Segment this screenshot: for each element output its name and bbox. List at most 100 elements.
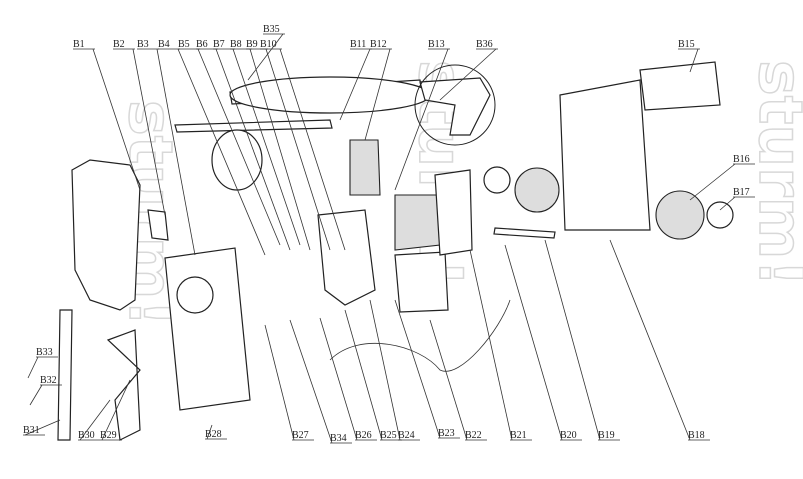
part-label-b24: B24 (369, 299, 420, 441)
leader-line (689, 163, 736, 201)
leader-line (132, 48, 166, 216)
leader-line (394, 48, 449, 191)
leader-line (79, 399, 111, 441)
power-cord (329, 299, 511, 372)
part-label-b35: B35 (247, 24, 285, 81)
pump-housing (317, 209, 376, 306)
rear-housing (559, 79, 651, 231)
leader-line (279, 48, 346, 251)
part-label-b1: B1 (73, 39, 141, 191)
part-label-b17: B17 (719, 187, 755, 211)
part-label-b22: B22 (429, 319, 487, 441)
part-label-text: B27 (292, 430, 309, 441)
leader-line (215, 48, 291, 251)
leader-line (264, 324, 295, 441)
leader-line (29, 384, 43, 406)
handle-frame (71, 159, 141, 311)
part-label-b13: B13 (394, 39, 450, 191)
leader-line (429, 319, 468, 441)
pressure-gauge (176, 276, 214, 314)
leader-line (319, 317, 358, 441)
part-label-b19: B19 (544, 239, 620, 441)
part-label-b34: B34 (289, 319, 352, 444)
part-label-text: B35 (263, 24, 280, 35)
part-label-text: B4 (158, 39, 170, 50)
part-label-b20: B20 (504, 244, 582, 441)
hose-coil (211, 129, 263, 191)
leader-line (24, 419, 61, 436)
part-label-b3: B3 (137, 39, 196, 256)
part-label-text: B3 (137, 39, 149, 50)
part-label-text: B12 (370, 39, 387, 50)
leader-line (232, 48, 301, 246)
leader-line (719, 196, 736, 211)
top-cover (639, 61, 721, 111)
leader-line (689, 48, 699, 73)
part-label-b32: B32 (29, 375, 62, 406)
part-label-b26: B26 (319, 317, 377, 441)
part-label-b16: B16 (689, 154, 755, 201)
part-label-text: B25 (380, 430, 397, 441)
motor (394, 194, 441, 251)
leader-line (177, 48, 266, 256)
part-label-b27: B27 (264, 324, 314, 441)
part-label-text: B33 (36, 347, 53, 358)
part-label-text: B19 (598, 430, 615, 441)
part-label-text: B5 (178, 39, 190, 50)
leader-line (249, 48, 311, 251)
parts-drawing (57, 61, 734, 441)
leader-line (369, 299, 401, 441)
part-label-b33: B33 (27, 347, 58, 379)
pump-head (394, 251, 449, 313)
lance (174, 119, 333, 133)
part-label-text: B15 (678, 39, 695, 50)
part-label-b15: B15 (678, 39, 700, 73)
axle (493, 227, 556, 239)
part-label-text: B16 (733, 154, 750, 165)
leader-line (469, 249, 513, 441)
part-label-text: B36 (476, 39, 493, 50)
part-label-text: B32 (40, 375, 57, 386)
svg-text:sturm!: sturm! (745, 60, 803, 287)
part-label-text: B31 (23, 425, 40, 436)
leader-line (544, 239, 601, 441)
leader-line (206, 424, 213, 440)
part-label-text: B6 (196, 39, 208, 50)
part-label-b4: B4 (158, 39, 266, 256)
part-label-text: B23 (438, 428, 455, 439)
part-label-b28: B28 (205, 424, 227, 440)
part-label-text: B11 (350, 39, 366, 50)
part-label-text: B10 (260, 39, 277, 50)
leader-line (609, 239, 691, 441)
part-label-text: B2 (113, 39, 125, 50)
part-label-text: B22 (465, 430, 482, 441)
part-label-text: B34 (330, 433, 347, 444)
part-label-text: B20 (560, 430, 577, 441)
leader-line (101, 379, 131, 441)
part-label-text: B7 (213, 39, 225, 50)
wheel-left (514, 167, 560, 213)
part-label-b23: B23 (394, 299, 460, 439)
part-label-text: B18 (688, 430, 705, 441)
leader-line (289, 319, 333, 444)
support-bracket (57, 309, 73, 441)
leader-line (156, 48, 196, 256)
hub-cap (706, 201, 734, 229)
part-label-b25: B25 (344, 309, 402, 441)
part-label-b18: B18 (609, 239, 710, 441)
leader-line (265, 48, 331, 251)
leader-line (504, 244, 563, 441)
leader-line (339, 48, 371, 121)
leader-line (92, 48, 141, 191)
part-label-text: B24 (398, 430, 415, 441)
leader-line (364, 48, 391, 141)
hose-hook (147, 209, 169, 241)
gun-zoom-circle (414, 64, 496, 146)
wheel-cap-left (483, 166, 511, 194)
leader-line (344, 309, 383, 441)
part-label-text: B29 (100, 430, 117, 441)
part-label-b12: B12 (364, 39, 392, 141)
part-label-b29: B29 (100, 379, 131, 441)
leader-line (27, 356, 39, 379)
